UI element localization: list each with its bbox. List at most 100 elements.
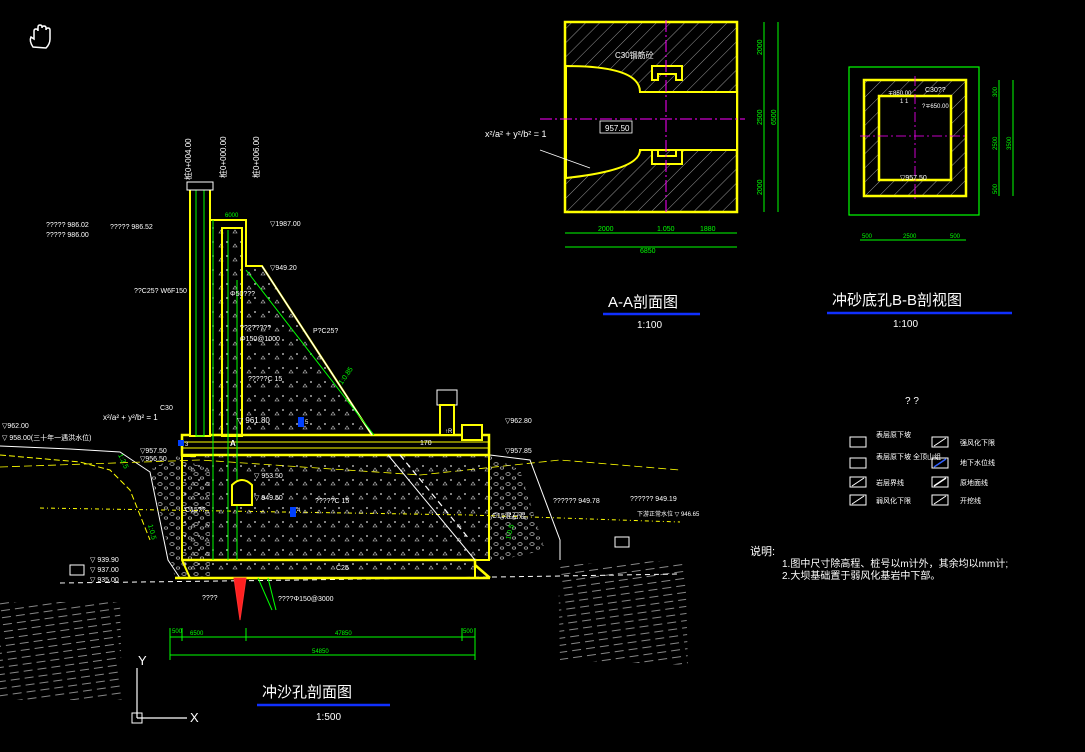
slope-face-inner	[261, 265, 373, 436]
annotation-2: ????????	[240, 325, 271, 332]
aa-opening	[565, 64, 738, 180]
elev-953-50: ▽ 953.50	[254, 473, 283, 480]
hand-pan-icon[interactable]	[29, 24, 51, 49]
legend-item-6: 原地面线	[931, 476, 988, 488]
annotation-3: Φ150@1000	[240, 336, 280, 343]
label-3: 3	[185, 442, 189, 448]
legend-swatch-1	[849, 436, 867, 448]
normal-level: ????? 986.52	[110, 224, 153, 231]
aa-dim-6850: 6850	[640, 248, 656, 255]
elev-949-78: ?????? 949.78	[553, 498, 600, 505]
legend-swatch-6-line	[933, 477, 947, 487]
legend-swatch-7	[849, 494, 867, 506]
bb-dim-500-r: 500	[950, 234, 961, 240]
notes-heading: 说明:	[750, 544, 775, 558]
right-gate	[461, 424, 483, 441]
anchor-detail: ????Φ150@3000	[278, 596, 334, 603]
c15-right: C15混石混	[492, 511, 526, 520]
inner-shaft	[221, 227, 243, 437]
section-marker-right	[614, 536, 630, 548]
bb-dim-300: 300	[993, 86, 999, 97]
aa-dim-2000-top: 2000	[757, 39, 764, 55]
main-title: 冲沙孔剖面图	[262, 684, 352, 701]
elev-937-00: ▽ 937.00	[90, 567, 119, 574]
bb-dim-2500-v: 2500	[993, 136, 999, 150]
legend-item-2: 强风化下限	[931, 436, 995, 448]
elev-962-80: ▽962.80	[505, 418, 532, 425]
label-a: A	[230, 439, 236, 448]
bb-dim-2500: 2500	[903, 234, 917, 240]
legend-label-8: 开挖线	[960, 496, 981, 505]
ucs-x-label: X	[190, 710, 199, 725]
anchor-pile	[233, 577, 247, 621]
aa-dim-2000-h: 2000	[598, 226, 614, 233]
c25-label: C25	[336, 565, 349, 572]
elev-939-90: ▽ 939.90	[90, 557, 119, 564]
design-flood: ????? 986.02	[46, 222, 89, 229]
aa-scale: 1:100	[637, 320, 662, 331]
chainage-1: 桩0+004.00	[183, 138, 193, 180]
legend-swatch-4	[931, 457, 949, 469]
bb-elev-957: ▽957.50	[900, 175, 927, 182]
legend-swatch-2-line	[933, 437, 947, 447]
right-tower	[439, 404, 455, 436]
dim-54850: 54850	[312, 649, 329, 655]
dim-500-left: 500	[172, 629, 183, 635]
legend-label-4: 地下水位线	[960, 458, 995, 467]
bb-scale: 1:100	[893, 319, 918, 330]
label-5: 5	[305, 420, 309, 426]
main-section-view: 桩0+004.00 桩0+000.00 桩0+006.00 ????? 986.…	[0, 136, 700, 723]
label-4: 4	[297, 508, 301, 514]
bb-small-label: 1 1	[900, 99, 909, 105]
aa-dim-2000-bottom: 2000	[757, 179, 764, 195]
legend-swatch-7-line	[851, 495, 865, 505]
notes-line-2: 2.大坝基础置于弱风化基岩中下部。	[782, 569, 940, 582]
hoist-house	[186, 181, 214, 191]
downstream-level: 下游正常水位 ▽ 946.65	[637, 510, 700, 518]
legend-swatch-5	[849, 476, 867, 488]
annotation-1: Φ50???	[230, 291, 255, 298]
notes-line-1: 1.图中尺寸除高程、桩号以m计外，其余均以mm计;	[782, 557, 1008, 570]
ucs-origin-box	[131, 712, 143, 724]
bb-dim-500-v: 500	[993, 183, 999, 194]
flushing-culvert	[231, 479, 253, 506]
water-marker-3	[178, 440, 184, 446]
legend-item-3: 表层原下坡 全顶山组	[849, 452, 941, 469]
label-170: 170	[420, 440, 432, 447]
legend-swatch-8	[931, 494, 949, 506]
bedrock-right	[558, 560, 688, 665]
elev-949-50: ▽ 949.50	[254, 495, 283, 502]
legend-label-3: 表层原下坡 全顶山组	[876, 452, 941, 461]
legend-swatch-2	[931, 436, 949, 448]
main-scale: 1:500	[316, 712, 341, 723]
gate-shaft	[189, 187, 211, 437]
bb-dim-500-l: 500	[862, 234, 873, 240]
legend-item-5: 岩层界线	[849, 476, 904, 488]
legend-swatch-6	[931, 476, 949, 488]
legend-label-2: 强风化下限	[960, 438, 995, 447]
elev-957-50: ▽957.50	[140, 448, 167, 455]
slope-rebar	[245, 269, 375, 436]
elev-958: ▽ 958.00(三十年一遇洪水位)	[2, 433, 91, 442]
ucs-icon: Y X	[131, 653, 199, 725]
crest-elev: ▽1987.00	[270, 221, 301, 228]
bb-annotation-a: ∓850.00	[888, 91, 912, 97]
aa-section-view: C30钢筋砼 957.50 x²/a² + y²/b² = 1 2000 250…	[485, 20, 779, 331]
bb-outer-green	[848, 66, 980, 216]
legend-item-8: 开挖线	[931, 494, 981, 506]
slope-1-05-left: 1:0.5	[146, 524, 157, 541]
chainage-3: 桩0+006.00	[251, 136, 261, 178]
concrete-grade: ??C25? W6F150	[134, 288, 187, 295]
ground-line-right	[489, 454, 561, 560]
aa-dim-1050: 1.050	[657, 226, 675, 233]
c30-label: C30	[160, 405, 173, 412]
bb-annotation-b: ?∓650.00	[922, 104, 949, 110]
annotation-4: ?????C 15	[248, 376, 282, 383]
dim-6500: 6500	[190, 631, 204, 637]
chainage-2: 桩0+000.00	[218, 136, 228, 178]
anchor-rebar-2	[267, 577, 277, 611]
legend-item-7: 弱风化下限	[849, 494, 911, 506]
legend-label-5: 岩层界线	[876, 478, 904, 487]
water-marker-2	[290, 507, 296, 517]
